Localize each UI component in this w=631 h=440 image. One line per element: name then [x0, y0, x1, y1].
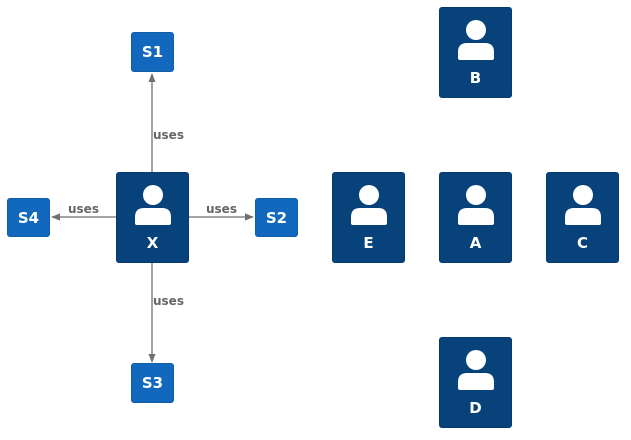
system-s3-label: S3 [141, 374, 164, 392]
system-s1-label: S1 [141, 43, 164, 61]
person-icon [457, 350, 494, 390]
system-s4[interactable]: S4 [7, 198, 50, 237]
person-d[interactable]: D [439, 337, 512, 428]
person-b-label: B [469, 69, 482, 87]
system-s2[interactable]: S2 [255, 198, 298, 237]
person-icon [457, 20, 494, 60]
person-c[interactable]: C [546, 172, 619, 263]
system-s4-label: S4 [17, 208, 40, 227]
edge-label-x-s4: uses [68, 202, 99, 216]
person-e-label: E [363, 234, 374, 252]
person-icon [134, 185, 171, 225]
system-s1[interactable]: S1 [131, 32, 174, 72]
person-b[interactable]: B [439, 7, 512, 98]
edge-label-x-s1: uses [153, 128, 184, 142]
person-e[interactable]: E [332, 172, 405, 263]
person-d-label: D [469, 399, 482, 417]
person-icon [457, 185, 494, 225]
person-icon [564, 185, 601, 225]
person-x-label: X [146, 234, 159, 252]
person-a[interactable]: A [439, 172, 512, 263]
edge-label-x-s3: uses [153, 294, 184, 308]
person-x[interactable]: X [116, 172, 189, 263]
person-icon [350, 185, 387, 225]
system-s3[interactable]: S3 [131, 363, 174, 403]
system-s2-label: S2 [265, 208, 288, 227]
edge-label-x-s2: uses [206, 202, 237, 216]
person-a-label: A [469, 234, 482, 252]
person-c-label: C [576, 234, 588, 252]
